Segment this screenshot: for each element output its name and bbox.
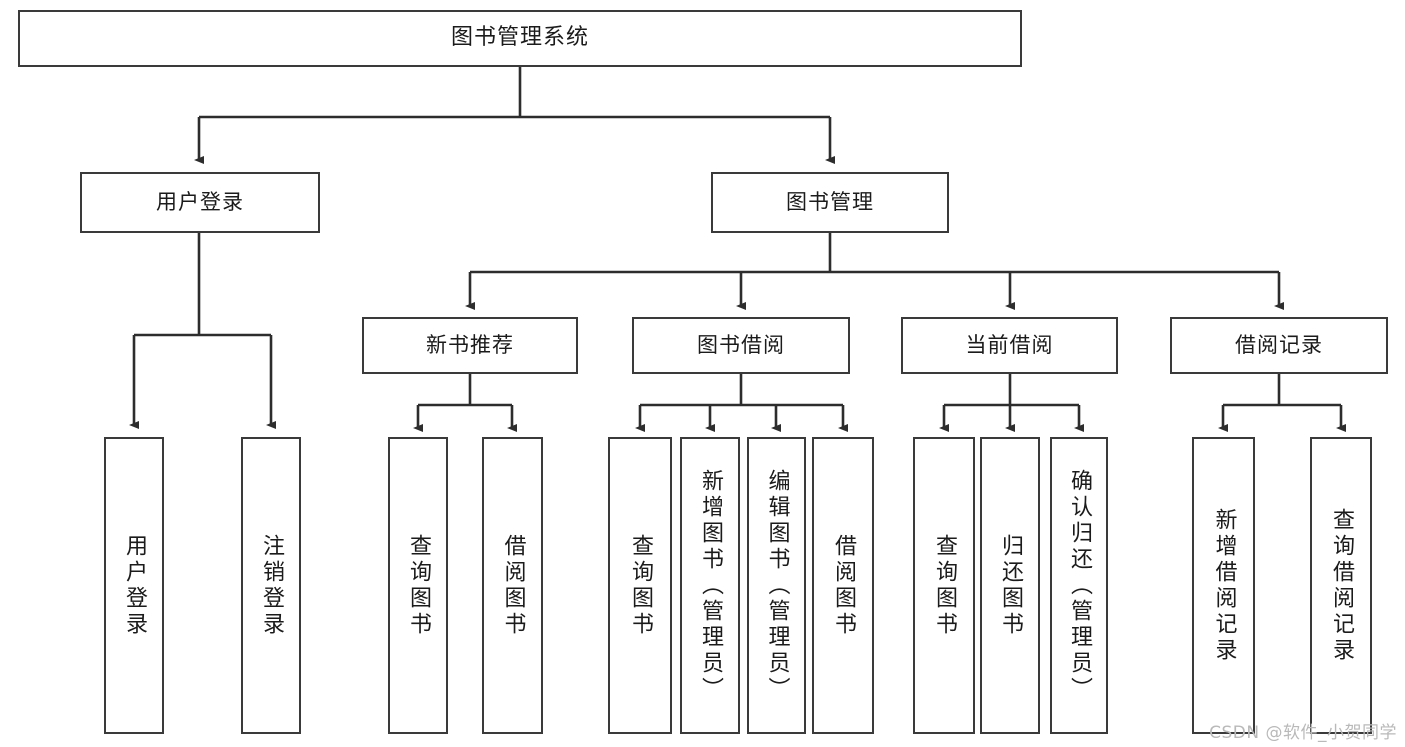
- node-label: 查询图书: [406, 533, 431, 638]
- node-label: 归还图书: [998, 533, 1023, 638]
- node-label: 新书推荐: [426, 332, 514, 357]
- node-label: 图书借阅: [697, 332, 785, 357]
- leaf-book-borrow-query-book[interactable]: 查询图书: [608, 437, 672, 734]
- leaf-user-login-logout[interactable]: 注销登录: [241, 437, 301, 734]
- leaf-current-borrow-return-book[interactable]: 归还图书: [980, 437, 1040, 734]
- node-label: 编辑图书（管理员）: [764, 468, 790, 703]
- node-label: 用户登录: [122, 533, 147, 638]
- node-root-book-management-system[interactable]: 图书管理系统: [18, 10, 1022, 67]
- node-label: 图书管理系统: [450, 25, 589, 51]
- node-new-book-recommend[interactable]: 新书推荐: [362, 317, 578, 374]
- leaf-borrow-record-add-record[interactable]: 新增借阅记录: [1192, 437, 1255, 734]
- leaf-new-book-borrow-book[interactable]: 借阅图书: [482, 437, 543, 734]
- watermark-text: CSDN @软件_小贺同学: [1209, 723, 1397, 743]
- node-label: 确认归还（管理员）: [1067, 468, 1092, 703]
- leaf-book-borrow-add-book-admin[interactable]: 新增图书（管理员）: [680, 437, 740, 734]
- leaf-current-borrow-query-book[interactable]: 查询图书: [913, 437, 975, 734]
- node-label: 注销登录: [259, 533, 284, 638]
- leaf-book-borrow-edit-book-admin[interactable]: 编辑图书（管理员）: [747, 437, 806, 734]
- leaf-book-borrow-borrow-book[interactable]: 借阅图书: [812, 437, 874, 734]
- node-label: 查询借阅记录: [1329, 507, 1354, 664]
- node-user-login[interactable]: 用户登录: [80, 172, 320, 233]
- node-label: 新增借阅记录: [1211, 507, 1237, 664]
- node-book-management[interactable]: 图书管理: [711, 172, 949, 233]
- node-label: 借阅图书: [831, 533, 856, 638]
- node-current-borrow[interactable]: 当前借阅: [901, 317, 1118, 374]
- node-label: 借阅记录: [1235, 332, 1323, 357]
- node-book-borrow[interactable]: 图书借阅: [632, 317, 850, 374]
- node-borrow-record[interactable]: 借阅记录: [1170, 317, 1388, 374]
- node-label: 查询图书: [932, 533, 957, 638]
- node-label: 图书管理: [786, 189, 874, 214]
- node-label: 用户登录: [156, 189, 244, 214]
- node-label: 新增图书（管理员）: [698, 468, 723, 703]
- node-label: 查询图书: [628, 533, 653, 638]
- leaf-user-login-login[interactable]: 用户登录: [104, 437, 164, 734]
- leaf-current-borrow-confirm-return-admin[interactable]: 确认归还（管理员）: [1050, 437, 1108, 734]
- node-label: 借阅图书: [500, 533, 526, 638]
- leaf-new-book-query-book[interactable]: 查询图书: [388, 437, 448, 734]
- node-label: 当前借阅: [965, 332, 1054, 357]
- leaf-borrow-record-query-record[interactable]: 查询借阅记录: [1310, 437, 1372, 734]
